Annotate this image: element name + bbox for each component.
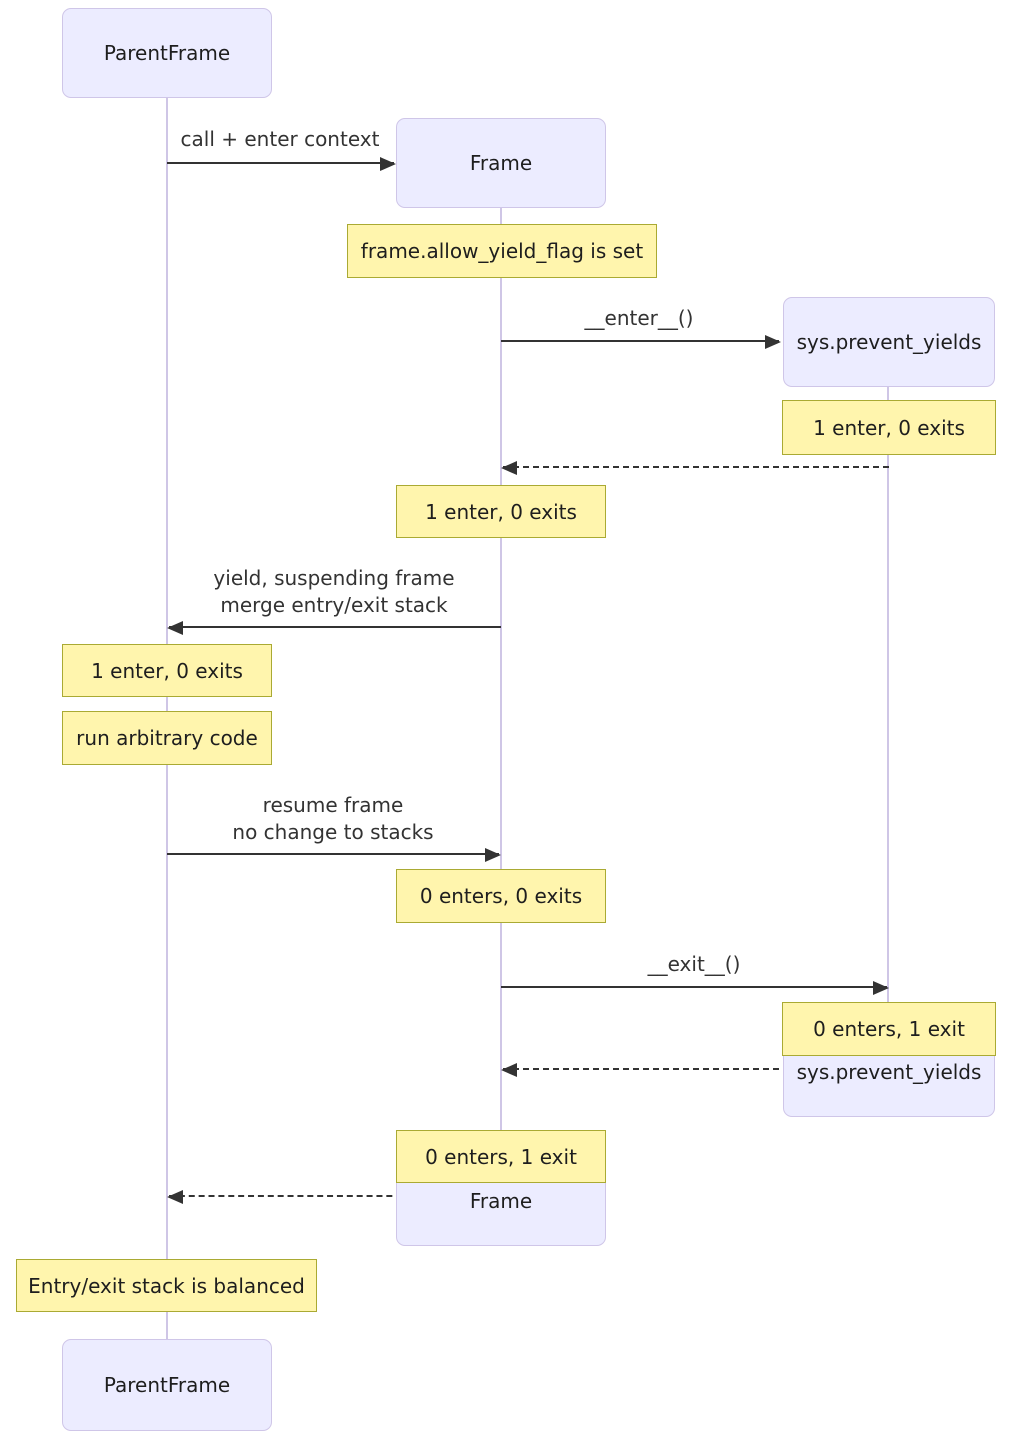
- message-label-enter-method: __enter__(): [584, 306, 694, 330]
- arrow-return-after-exit: [501, 1063, 889, 1077]
- arrow-resume-frame: [167, 848, 501, 862]
- message-label-resume-frame: resume frame no change to stacks: [232, 793, 434, 844]
- arrow-return-to-parent: [167, 1190, 501, 1204]
- actor-parentframe-bottom: ParentFrame: [62, 1339, 272, 1431]
- actor-sys-prevent-yields-top: sys.prevent_yields: [783, 297, 995, 387]
- message-label-exit-method: __exit__(): [647, 952, 741, 976]
- note-frame-0-enters-1-exit: 0 enters, 1 exit: [396, 1130, 606, 1183]
- arrowhead-right-icon: [765, 335, 781, 349]
- actor-parentframe-top: ParentFrame: [62, 8, 272, 98]
- arrowhead-right-icon: [380, 157, 396, 171]
- lifeline-frame: [500, 208, 502, 1246]
- message-label-call-enter-context: call + enter context: [180, 127, 380, 151]
- actor-label: Frame: [469, 151, 533, 175]
- note-sys-1-enter-0-exits: 1 enter, 0 exits: [782, 400, 996, 455]
- note-sys-0-enters-1-exit: 0 enters, 1 exit: [782, 1002, 996, 1056]
- arrow-yield-suspend: [167, 621, 501, 635]
- arrow-exit-method: [501, 981, 889, 995]
- actor-label: sys.prevent_yields: [796, 330, 982, 354]
- actor-label: sys.prevent_yields: [796, 1060, 982, 1084]
- arrowhead-left-icon: [501, 1063, 517, 1077]
- note-frame-1-enter-0-exits: 1 enter, 0 exits: [396, 485, 606, 538]
- arrowhead-left-icon: [501, 461, 517, 475]
- arrowhead-left-icon: [167, 621, 183, 635]
- note-allow-yield-flag: frame.allow_yield_flag is set: [347, 224, 657, 278]
- actor-frame-top: Frame: [396, 118, 606, 208]
- actor-label: ParentFrame: [103, 41, 231, 65]
- arrow-call-enter-context: [167, 157, 396, 171]
- lifeline-sys-prevent-yields: [887, 387, 889, 1117]
- note-run-arbitrary-code: run arbitrary code: [62, 711, 272, 765]
- arrowhead-left-icon: [167, 1190, 183, 1204]
- arrowhead-right-icon: [873, 981, 889, 995]
- arrow-return-after-enter: [501, 461, 889, 475]
- note-frame-0-enters-0-exits: 0 enters, 0 exits: [396, 869, 606, 923]
- note-parent-1-enter-0-exits: 1 enter, 0 exits: [62, 644, 272, 697]
- actor-label: Frame: [469, 1189, 533, 1213]
- actor-label: ParentFrame: [103, 1373, 231, 1397]
- arrow-enter-method: [501, 335, 781, 349]
- note-stack-balanced: Entry/exit stack is balanced: [16, 1259, 317, 1312]
- arrowhead-right-icon: [485, 848, 501, 862]
- message-label-yield-suspend: yield, suspending frame merge entry/exit…: [213, 566, 455, 617]
